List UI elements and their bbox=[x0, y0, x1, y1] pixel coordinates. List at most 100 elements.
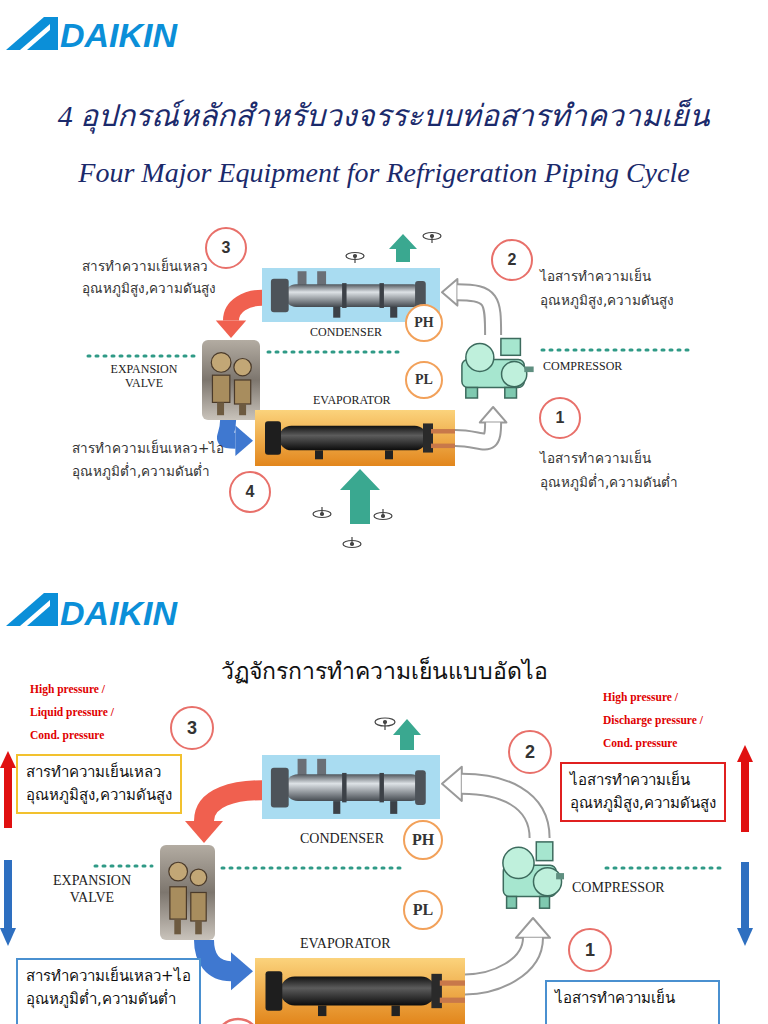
equipment-label: COMPRESSOR bbox=[543, 359, 622, 373]
pressure-note: High pressure / Discharge pressure / Con… bbox=[603, 686, 715, 755]
decor-rect bbox=[392, 1006, 400, 1017]
decor-rect bbox=[423, 423, 433, 452]
expansion-valve: EXPANSION VALVE bbox=[160, 845, 215, 940]
flow-arrow bbox=[216, 298, 262, 338]
decor-circle bbox=[234, 359, 251, 376]
circle-text: 4 bbox=[246, 484, 255, 500]
brand-logo: DAIKIN bbox=[60, 14, 177, 57]
flow-arrow-head bbox=[442, 279, 457, 306]
decor-rect bbox=[741, 760, 749, 832]
circle-text: 1 bbox=[556, 410, 565, 426]
decor-rect bbox=[191, 893, 206, 922]
decor-rect bbox=[379, 773, 383, 802]
flow-arrow bbox=[465, 918, 550, 984]
state-text: อุณหภูมิสูง,ความดันสูง bbox=[26, 784, 172, 807]
decor-rect bbox=[540, 897, 550, 909]
flow-arrow-outline bbox=[457, 292, 493, 335]
decor-svg bbox=[458, 335, 536, 405]
state-note: อุณหภูมิต่ำ,ความดันต่ำ bbox=[540, 474, 678, 491]
decor-line bbox=[95, 865, 152, 868]
decor-polygon bbox=[20, 600, 50, 626]
flow-arrow-head bbox=[516, 918, 550, 938]
slide-title: วัฏจักรการทำความเย็นแบบอัดไอ bbox=[0, 658, 768, 687]
equipment-label: EXPANSION VALVE bbox=[94, 362, 194, 391]
decor-circle bbox=[502, 362, 527, 387]
decor-rect bbox=[333, 801, 340, 814]
decor-rect bbox=[298, 271, 307, 286]
equipment-label: EXPANSION VALVE bbox=[42, 873, 142, 907]
decor-rect bbox=[466, 388, 478, 399]
decor-rect bbox=[234, 380, 250, 404]
decor-g bbox=[375, 718, 395, 730]
decor-rect bbox=[440, 980, 465, 985]
decor-circle bbox=[321, 513, 324, 516]
decor-polygon bbox=[6, 17, 58, 50]
state-text: ไอสารทำความเย็น bbox=[570, 769, 716, 792]
decor-g bbox=[313, 507, 331, 518]
callout-number: 4 bbox=[229, 471, 271, 513]
decor-svg bbox=[255, 410, 455, 466]
equipment-picture bbox=[160, 845, 215, 940]
decor-rect bbox=[385, 450, 393, 459]
decor-rect bbox=[556, 873, 564, 879]
callout-number: 3 bbox=[205, 227, 247, 269]
circle-text: PH bbox=[412, 832, 434, 848]
pressure-circle: PL bbox=[403, 890, 443, 930]
circle-text: PL bbox=[413, 902, 433, 918]
decor-rect bbox=[271, 768, 289, 808]
state-text: สารทำความเย็นเหลว bbox=[26, 761, 172, 784]
equipment-picture bbox=[500, 838, 566, 916]
decor-svg bbox=[160, 845, 215, 940]
pressure-note: High pressure / Liquid pressure / Cond. … bbox=[30, 678, 125, 747]
brand-logo: DAIKIN bbox=[60, 592, 177, 635]
decor-rect bbox=[174, 919, 181, 934]
decor-line bbox=[88, 355, 198, 358]
compressor: COMPRESSOR bbox=[500, 838, 566, 916]
equipment-picture bbox=[262, 755, 440, 819]
state-box: สารทำความเย็นเหลว+ไออุณหภูมิต่ำ,ความดันต… bbox=[16, 958, 201, 1024]
state-text: อุณหภูมิต่ำ,ความดันต่ำ bbox=[26, 988, 191, 1011]
state-box: ไอสารทำความเย็น bbox=[545, 980, 720, 1024]
circle-text: 2 bbox=[525, 743, 535, 761]
state-text: อุณหภูมิสูง,ความดันสูง bbox=[570, 792, 716, 815]
decor-g bbox=[423, 233, 441, 244]
state-note: อุณหภูมิสูง,ความดันสูง bbox=[540, 292, 674, 309]
expansion-valve: EXPANSION VALVE bbox=[202, 340, 260, 420]
circle-text: PL bbox=[415, 373, 433, 387]
flow-arrow bbox=[204, 940, 253, 990]
decor-polygon bbox=[6, 593, 58, 626]
decor-rect bbox=[285, 284, 424, 307]
decor-polygon bbox=[0, 928, 16, 946]
decor-circle bbox=[169, 862, 188, 881]
flow-arrow-outline bbox=[462, 784, 540, 838]
decor-rect bbox=[298, 759, 307, 777]
decor-rect bbox=[318, 1006, 326, 1017]
flow-arrow-body bbox=[457, 292, 493, 335]
circle-text: 1 bbox=[585, 941, 595, 959]
callout-number: 1 bbox=[568, 928, 612, 972]
flow-arrow bbox=[185, 790, 262, 843]
flow-arrow-body bbox=[204, 790, 262, 821]
flow-arrow-head bbox=[442, 767, 462, 801]
decor-rect bbox=[431, 429, 455, 433]
flow-arrow bbox=[455, 407, 506, 441]
circle-text: 2 bbox=[508, 252, 517, 268]
condenser: CONDENSER bbox=[262, 755, 440, 819]
decor-rect bbox=[265, 421, 281, 455]
decor-line bbox=[222, 867, 400, 870]
decor-rect bbox=[501, 339, 521, 356]
decor-circle bbox=[354, 255, 357, 258]
decor-rect bbox=[390, 801, 397, 814]
flow-arrow-outline bbox=[455, 422, 493, 441]
decor-svg bbox=[255, 958, 465, 1024]
decor-polygon bbox=[0, 751, 16, 768]
equipment-label: CONDENSER bbox=[310, 325, 382, 339]
decor-rect bbox=[262, 755, 440, 819]
equipment-label: CONDENSER bbox=[300, 831, 384, 848]
decor-circle bbox=[382, 515, 385, 518]
decor-rect bbox=[415, 770, 426, 805]
decor-rect bbox=[440, 998, 465, 1003]
decor-rect bbox=[170, 887, 187, 919]
decor-circle bbox=[190, 869, 207, 886]
